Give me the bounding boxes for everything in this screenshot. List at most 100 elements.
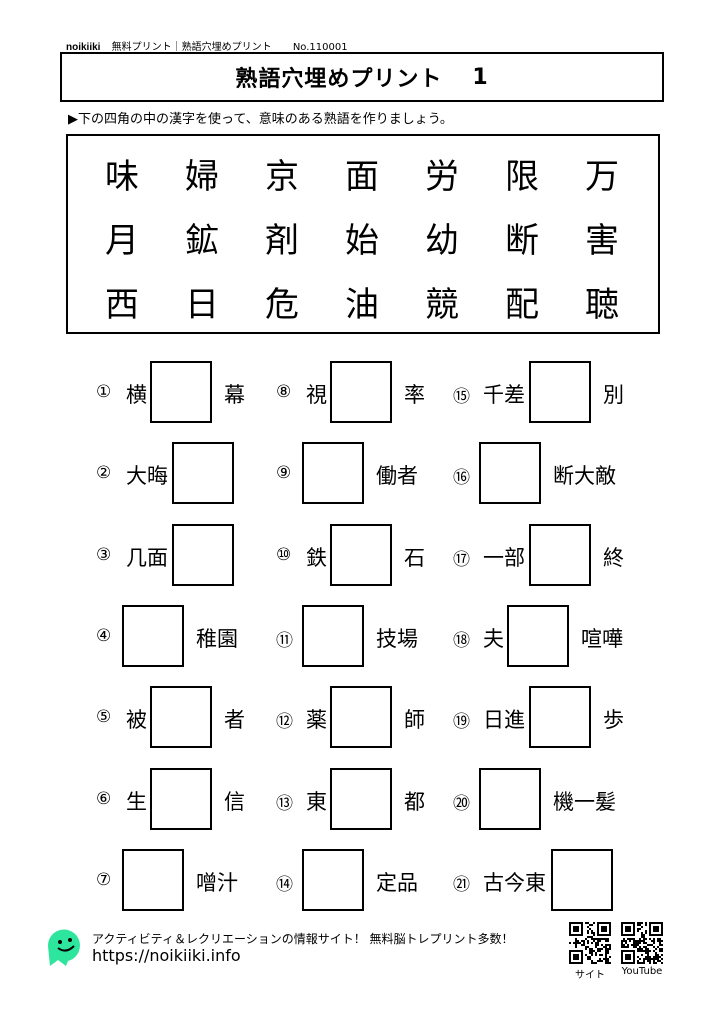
answer-box[interactable] xyxy=(150,768,212,830)
question-text: 石 xyxy=(404,546,425,570)
footer-url-link[interactable]: https://noikiiki.info xyxy=(92,946,241,965)
question-text: 幕 xyxy=(224,383,245,407)
answer-box[interactable] xyxy=(330,768,392,830)
question-text: 古今東 xyxy=(483,871,546,895)
kanji-choice: 限 xyxy=(505,157,539,197)
answer-box[interactable] xyxy=(302,605,364,667)
page-header: noikiiki 無料プリント｜熟語穴埋めプリント No.110001 xyxy=(66,38,348,53)
question-number: ⑯ xyxy=(453,468,470,488)
noikiiki-logo-icon xyxy=(47,929,80,966)
title-box: 熟語穴埋めプリント 1 xyxy=(60,52,664,102)
question-text: 都 xyxy=(404,790,425,814)
question-number: ⑭ xyxy=(276,875,293,895)
brand-name: noikiiki xyxy=(66,42,101,53)
header-subtitle: 無料プリント｜熟語穴埋めプリント xyxy=(111,42,272,53)
answer-box[interactable] xyxy=(529,361,591,423)
kanji-choice: 日 xyxy=(185,285,219,325)
question-text: 稚園 xyxy=(196,627,238,651)
answer-box[interactable] xyxy=(507,605,569,667)
question-text: 師 xyxy=(404,708,425,732)
question-number: ⑬ xyxy=(276,794,293,814)
answer-box[interactable] xyxy=(122,849,184,911)
question-text: 断大敵 xyxy=(553,464,616,488)
kanji-choice: 京 xyxy=(265,157,299,197)
question-number: ⑥ xyxy=(96,789,112,809)
question-text: 横 xyxy=(126,383,147,407)
question-number: ⑨ xyxy=(276,463,292,483)
question-text: 東 xyxy=(306,790,327,814)
question-number: ① xyxy=(96,382,112,402)
kanji-choice-box: 味婦京面労限万月鉱剤始幼断害西日危油競配聴 xyxy=(66,134,660,334)
print-number: No.110001 xyxy=(292,42,348,53)
kanji-choice: 剤 xyxy=(265,221,299,261)
qr-code-youtube-icon[interactable] xyxy=(621,922,663,964)
kanji-choice: 害 xyxy=(585,221,619,261)
answer-box[interactable] xyxy=(150,361,212,423)
question-text: 喧嘩 xyxy=(581,627,623,651)
question-number: ㉑ xyxy=(453,875,470,895)
question-text: 被 xyxy=(126,708,147,732)
qr-code-site-icon[interactable] xyxy=(569,922,611,964)
instruction-text: ▶下の四角の中の漢字を使って、意味のある熟語を作りましょう。 xyxy=(68,112,453,127)
answer-box[interactable] xyxy=(330,524,392,586)
question-text: 日進 xyxy=(483,708,525,732)
kanji-choice: 面 xyxy=(345,157,379,197)
question-number: ⑧ xyxy=(276,382,292,402)
question-number: ⑦ xyxy=(96,870,112,890)
kanji-choice: 月 xyxy=(105,221,139,261)
question-text: 噌汁 xyxy=(196,871,238,895)
answer-box[interactable] xyxy=(150,686,212,748)
answer-box[interactable] xyxy=(122,605,184,667)
kanji-choice: 婦 xyxy=(185,157,219,197)
answer-box[interactable] xyxy=(330,686,392,748)
question-number: ⑮ xyxy=(453,387,470,407)
question-number: ⑳ xyxy=(453,794,470,814)
answer-box[interactable] xyxy=(172,524,234,586)
kanji-choice: 幼 xyxy=(425,221,459,261)
question-text: 機一髪 xyxy=(553,790,616,814)
question-number: ⑫ xyxy=(276,712,293,732)
kanji-choice: 万 xyxy=(585,157,619,197)
kanji-choice: 油 xyxy=(345,285,379,325)
answer-box[interactable] xyxy=(529,686,591,748)
question-text: 歩 xyxy=(603,708,624,732)
question-text: 薬 xyxy=(306,708,327,732)
question-text: 信 xyxy=(224,790,245,814)
answer-box[interactable] xyxy=(529,524,591,586)
kanji-choice: 始 xyxy=(345,221,379,261)
kanji-choice: 西 xyxy=(105,285,139,325)
kanji-choice: 競 xyxy=(425,285,459,325)
question-text: 大晦 xyxy=(126,464,168,488)
question-number: ⑰ xyxy=(453,550,470,570)
question-number: ④ xyxy=(96,626,112,646)
question-text: 者 xyxy=(224,708,245,732)
question-text: 几面 xyxy=(126,546,168,570)
question-text: 働者 xyxy=(376,464,418,488)
page-title: 熟語穴埋めプリント xyxy=(235,67,443,92)
kanji-choice: 断 xyxy=(505,221,539,261)
question-number: ⑱ xyxy=(453,631,470,651)
question-number: ② xyxy=(96,463,112,483)
kanji-choice: 鉱 xyxy=(185,221,219,261)
question-text: 夫 xyxy=(483,627,504,651)
kanji-choice: 危 xyxy=(265,285,299,325)
question-text: 別 xyxy=(603,383,624,407)
question-text: 視 xyxy=(306,383,327,407)
answer-box[interactable] xyxy=(330,361,392,423)
question-text: 終 xyxy=(603,546,624,570)
question-number: ⑪ xyxy=(276,631,293,651)
question-number: ⑤ xyxy=(96,707,112,727)
answer-box[interactable] xyxy=(172,442,234,504)
question-number: ⑩ xyxy=(276,545,292,565)
answer-box[interactable] xyxy=(479,768,541,830)
answer-box[interactable] xyxy=(302,442,364,504)
kanji-choice-grid: 味婦京面労限万月鉱剤始幼断害西日危油競配聴 xyxy=(82,146,642,336)
answer-box[interactable] xyxy=(302,849,364,911)
answer-box[interactable] xyxy=(551,849,613,911)
question-number: ⑲ xyxy=(453,712,470,732)
answer-box[interactable] xyxy=(479,442,541,504)
qr-site-label: サイト xyxy=(575,970,605,981)
question-number: ③ xyxy=(96,545,112,565)
kanji-choice: 配 xyxy=(505,285,539,325)
question-text: 鉄 xyxy=(306,546,327,570)
